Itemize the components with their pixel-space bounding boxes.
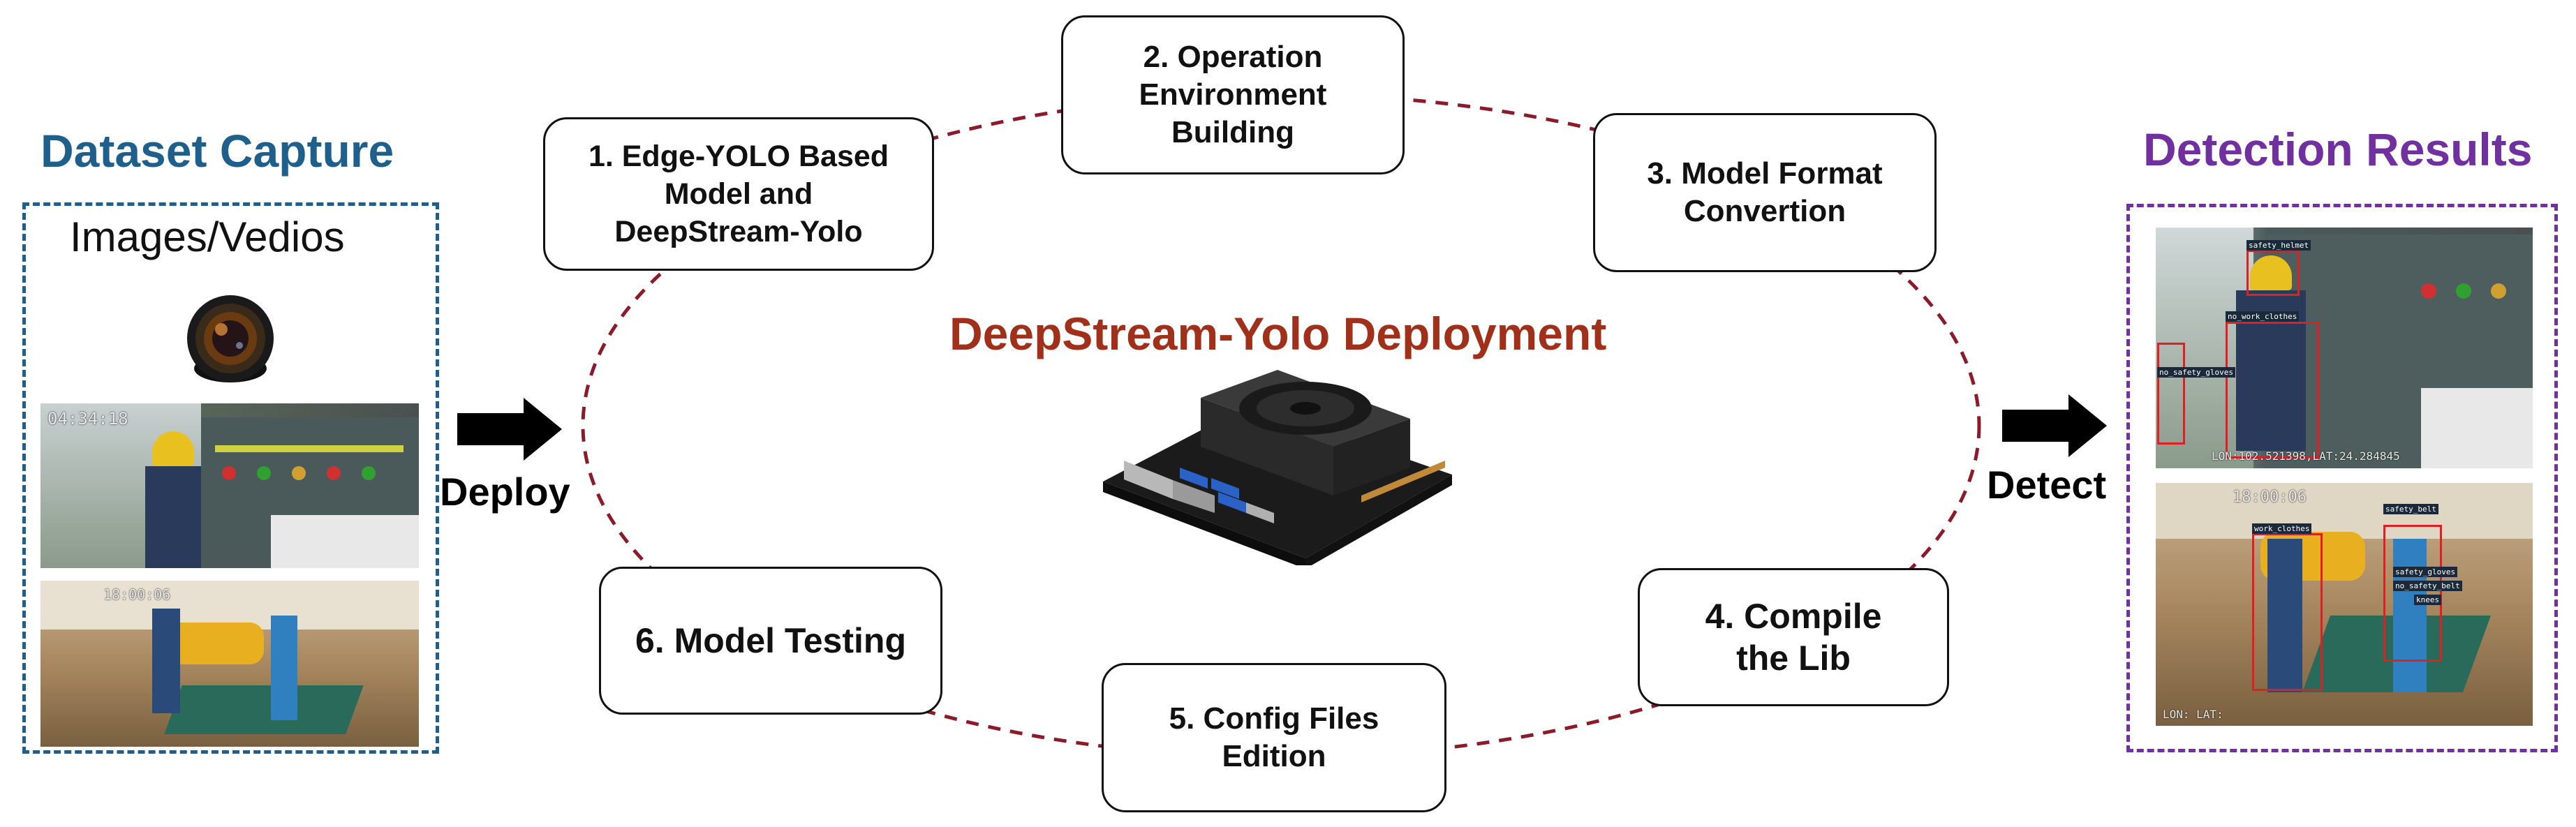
detection-tag-knees: knees [2414, 595, 2442, 605]
dataset-photo-timestamp-2: 18:00:06 [103, 586, 171, 603]
detection-box-person [2226, 322, 2319, 459]
deepstream-title: DeepStream-Yolo Deployment [949, 308, 1607, 359]
detection-tag-no-work-clothes: no_work_clothes [2226, 311, 2300, 322]
deploy-label: Deploy [440, 470, 570, 514]
detection-coords-2: LON: LAT: [2163, 708, 2223, 721]
detection-photo-substation: safety_helmet no_work_clothes no_safety_… [2156, 228, 2533, 468]
detection-coords-1: LON:102.521398,LAT:24.284845 [2212, 449, 2400, 463]
detection-box-helmet [2246, 250, 2300, 296]
deploy-arrow-icon [457, 398, 562, 461]
step-1-edge-yolo: 1. Edge-YOLO Based Model and DeepStream-… [543, 117, 934, 271]
dataset-capture-heading: Dataset Capture [40, 125, 394, 177]
step-5-config-files: 5. Config Files Edition [1102, 663, 1446, 812]
detect-arrow-icon [2002, 394, 2107, 457]
dataset-photo-outdoor: 18:00:06 [40, 581, 419, 747]
dataset-capture-caption: Images/Vedios [70, 214, 345, 260]
step-3-format-conversion: 3. Model Format Convertion [1593, 113, 1937, 272]
detection-photo-outdoor: safety_belt work_clothes safety_gloves n… [2156, 483, 2533, 726]
detection-timestamp: 18:00:06 [2233, 489, 2307, 506]
camera-lens-icon [187, 295, 274, 382]
step-2-environment: 2. Operation Environment Building [1061, 15, 1405, 174]
step-6-model-testing: 6. Model Testing [599, 567, 942, 715]
detection-box-person-2 [2252, 533, 2323, 691]
detection-box-left [2157, 343, 2185, 445]
detect-label: Detect [1987, 463, 2107, 507]
detection-box-person-3 [2383, 525, 2442, 662]
dataset-photo-substation: 04:34:18 [40, 403, 419, 568]
detection-results-heading: Detection Results [2143, 124, 2533, 175]
detection-tag-helmet: safety_helmet [2246, 240, 2311, 251]
detection-tag-safety-belt: safety_belt [2383, 504, 2438, 514]
dataset-photo-timestamp-1: 04:34:18 [47, 409, 128, 429]
detection-tag-no-gloves: no_safety_gloves [2157, 367, 2235, 378]
step-4-compile-lib: 4. Compile the Lib [1638, 568, 1949, 706]
jetson-board-icon [1103, 370, 1452, 565]
detection-tag-work-clothes: work_clothes [2252, 523, 2312, 534]
detection-tag-gloves: safety_gloves [2393, 567, 2458, 577]
detection-results-panel [2126, 204, 2558, 752]
dataset-capture-panel [22, 202, 439, 754]
detection-tag-no-belt: no_safety_belt [2393, 581, 2462, 591]
